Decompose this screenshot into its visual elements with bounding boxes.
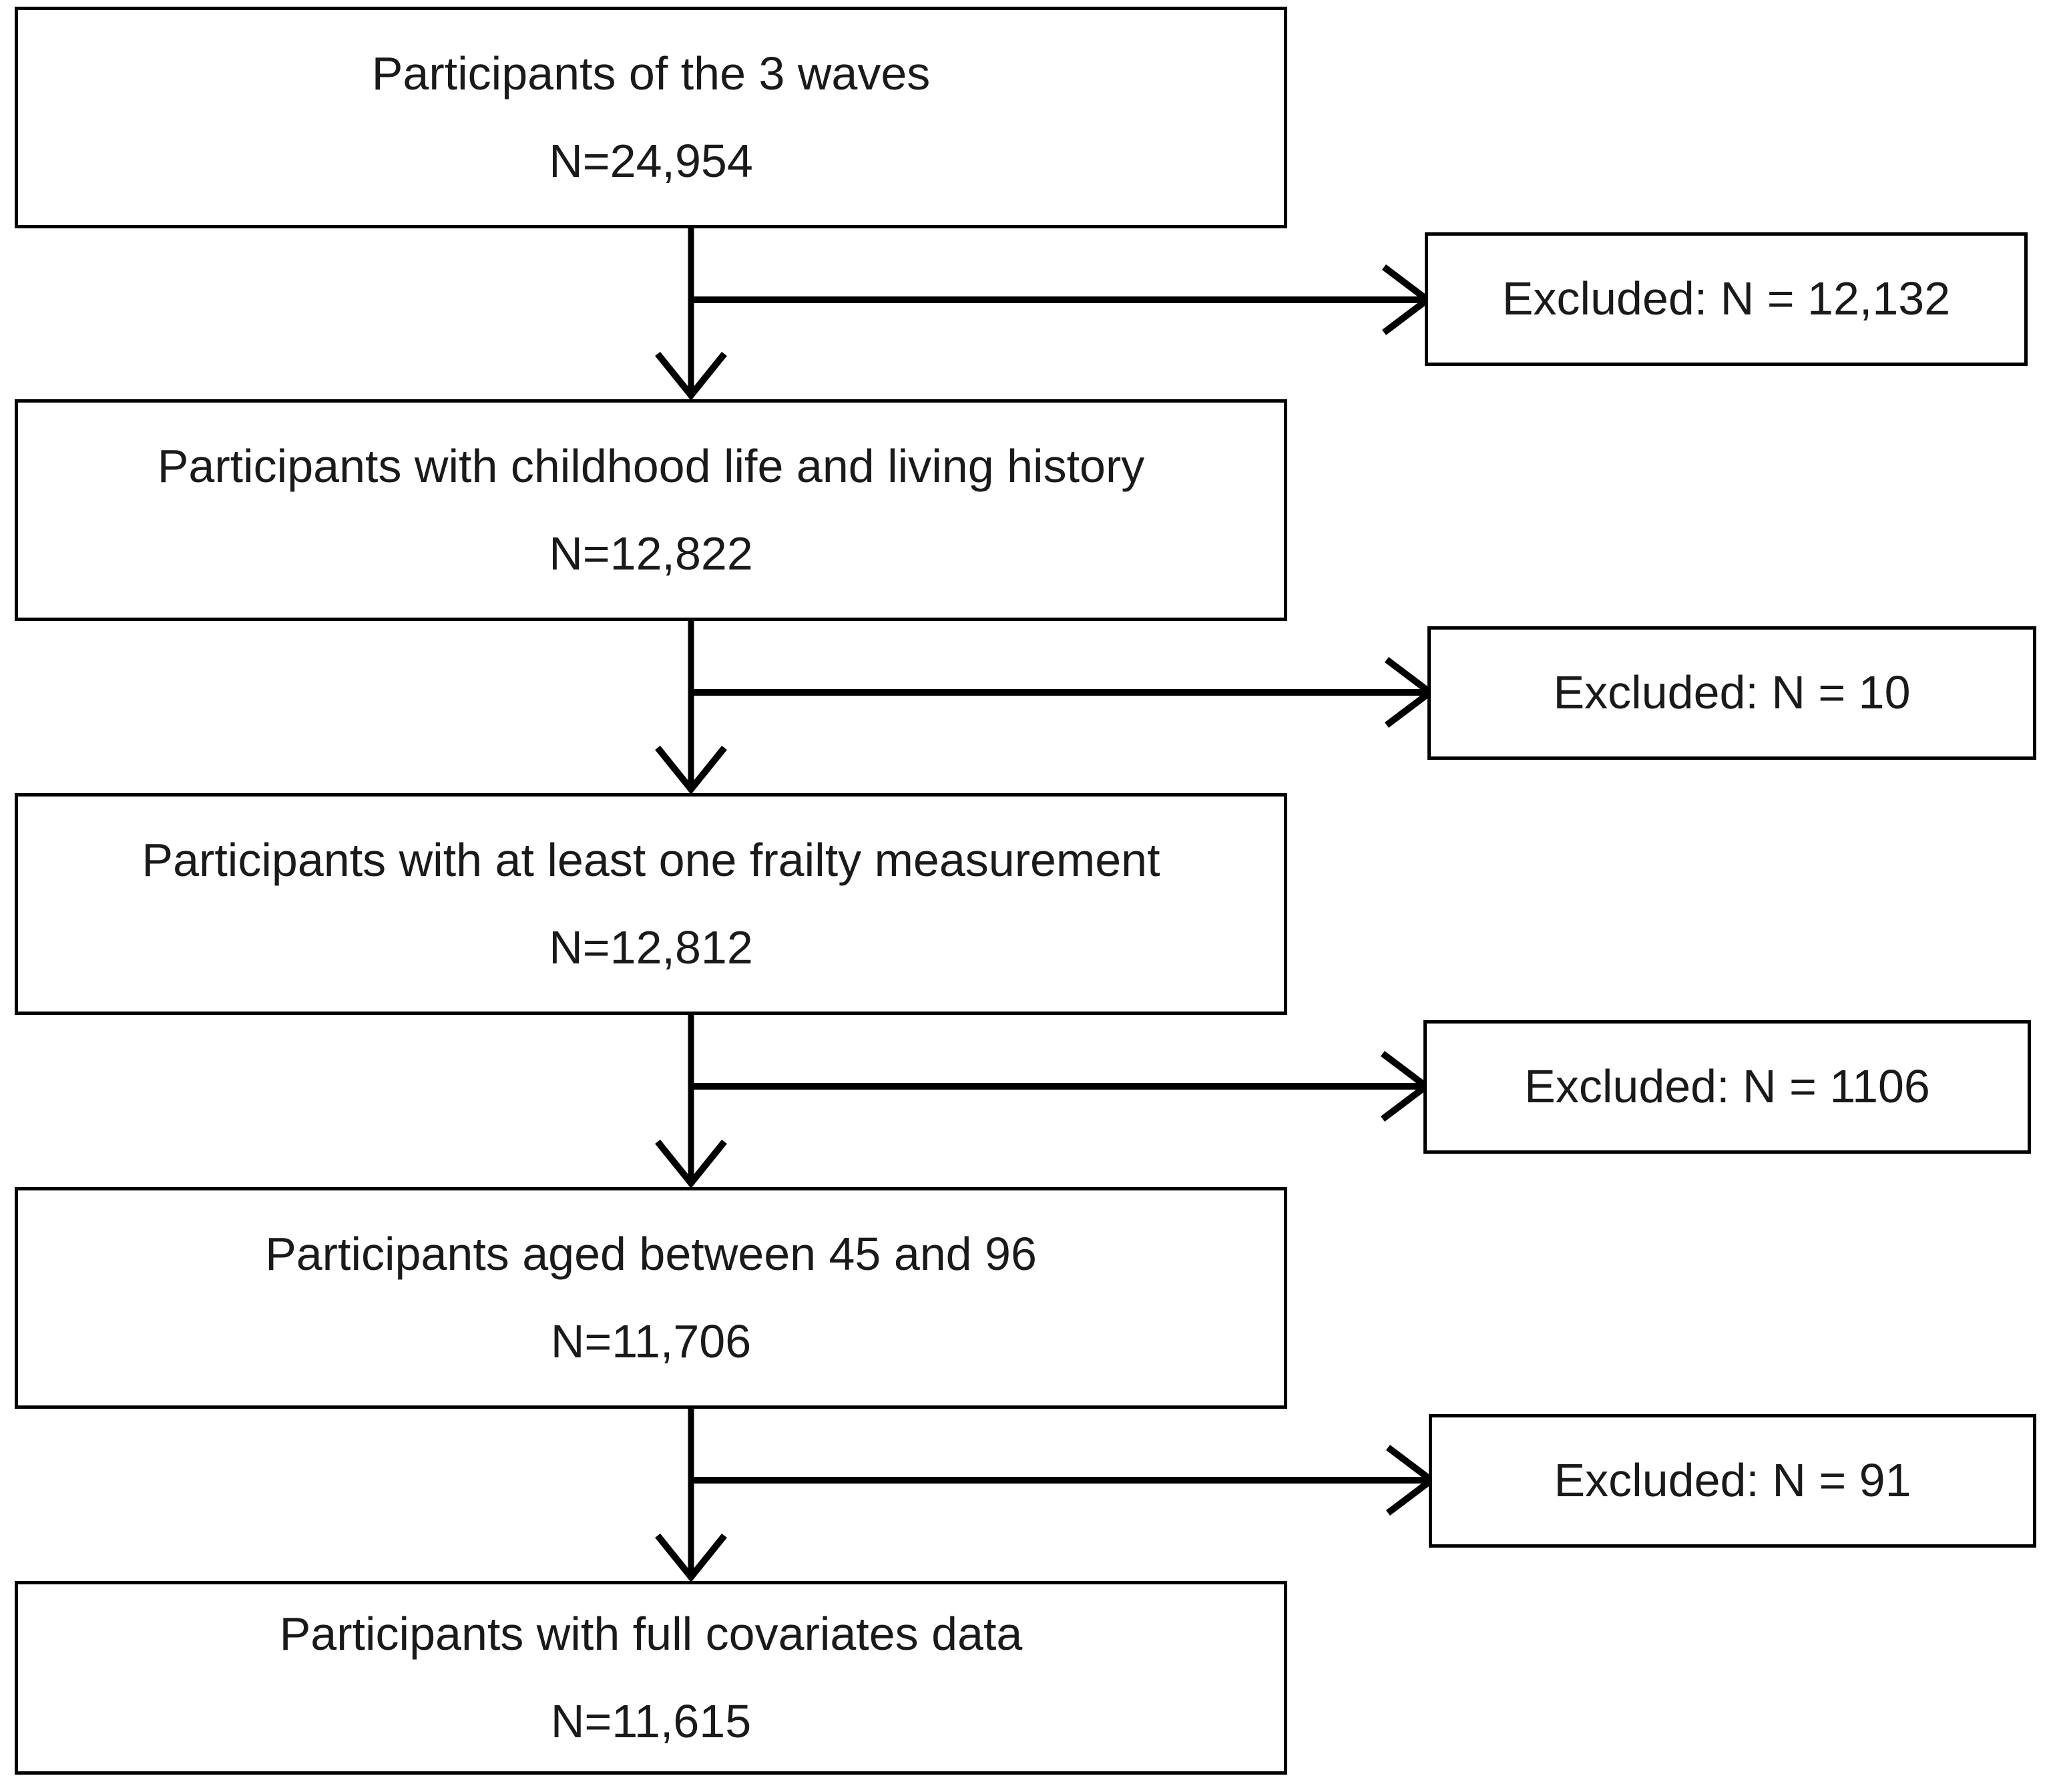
exclusion-label: Excluded: N = 12,132 bbox=[1502, 272, 1951, 325]
box-title: Participants aged between 45 and 96 bbox=[265, 1227, 1037, 1280]
flow-box-participants-3-waves: Participants of the 3 waves N=24,954 bbox=[15, 7, 1287, 228]
box-title: Participants with full covariates data bbox=[279, 1607, 1023, 1660]
box-count: N=12,822 bbox=[549, 527, 753, 580]
arrowhead-down-2 bbox=[655, 745, 727, 795]
box-title: Participants with childhood life and liv… bbox=[157, 439, 1145, 492]
arrowhead-down-4 bbox=[655, 1533, 727, 1582]
exclusion-label: Excluded: N = 91 bbox=[1554, 1454, 1911, 1507]
exclusion-box-2: Excluded: N = 10 bbox=[1427, 626, 2036, 760]
flow-box-frailty-measurement: Participants with at least one frailty m… bbox=[15, 793, 1287, 1015]
flow-box-age-range: Participants aged between 45 and 96 N=11… bbox=[15, 1187, 1287, 1409]
box-count: N=11,706 bbox=[550, 1315, 752, 1367]
arrowhead-right-4 bbox=[1385, 1445, 1437, 1516]
arrowhead-down-3 bbox=[655, 1139, 727, 1188]
arrowhead-right-1 bbox=[1381, 264, 1433, 335]
arrowhead-down-1 bbox=[655, 351, 727, 401]
flow-box-childhood-history: Participants with childhood life and liv… bbox=[15, 399, 1287, 621]
flow-box-full-covariates: Participants with full covariates data N… bbox=[15, 1581, 1287, 1775]
arrowhead-right-3 bbox=[1380, 1051, 1432, 1122]
box-title: Participants with at least one frailty m… bbox=[142, 833, 1160, 886]
exclusion-box-3: Excluded: N = 1106 bbox=[1423, 1020, 2031, 1154]
exclusion-label: Excluded: N = 10 bbox=[1553, 666, 1911, 719]
box-title: Participants of the 3 waves bbox=[371, 47, 931, 99]
exclusion-label: Excluded: N = 1106 bbox=[1524, 1060, 1930, 1113]
exclusion-box-1: Excluded: N = 12,132 bbox=[1425, 232, 2028, 366]
box-count: N=11,615 bbox=[550, 1695, 752, 1747]
arrowhead-right-2 bbox=[1384, 657, 1436, 728]
box-count: N=12,812 bbox=[549, 921, 753, 973]
box-count: N=24,954 bbox=[549, 135, 753, 187]
exclusion-box-4: Excluded: N = 91 bbox=[1429, 1414, 2036, 1548]
